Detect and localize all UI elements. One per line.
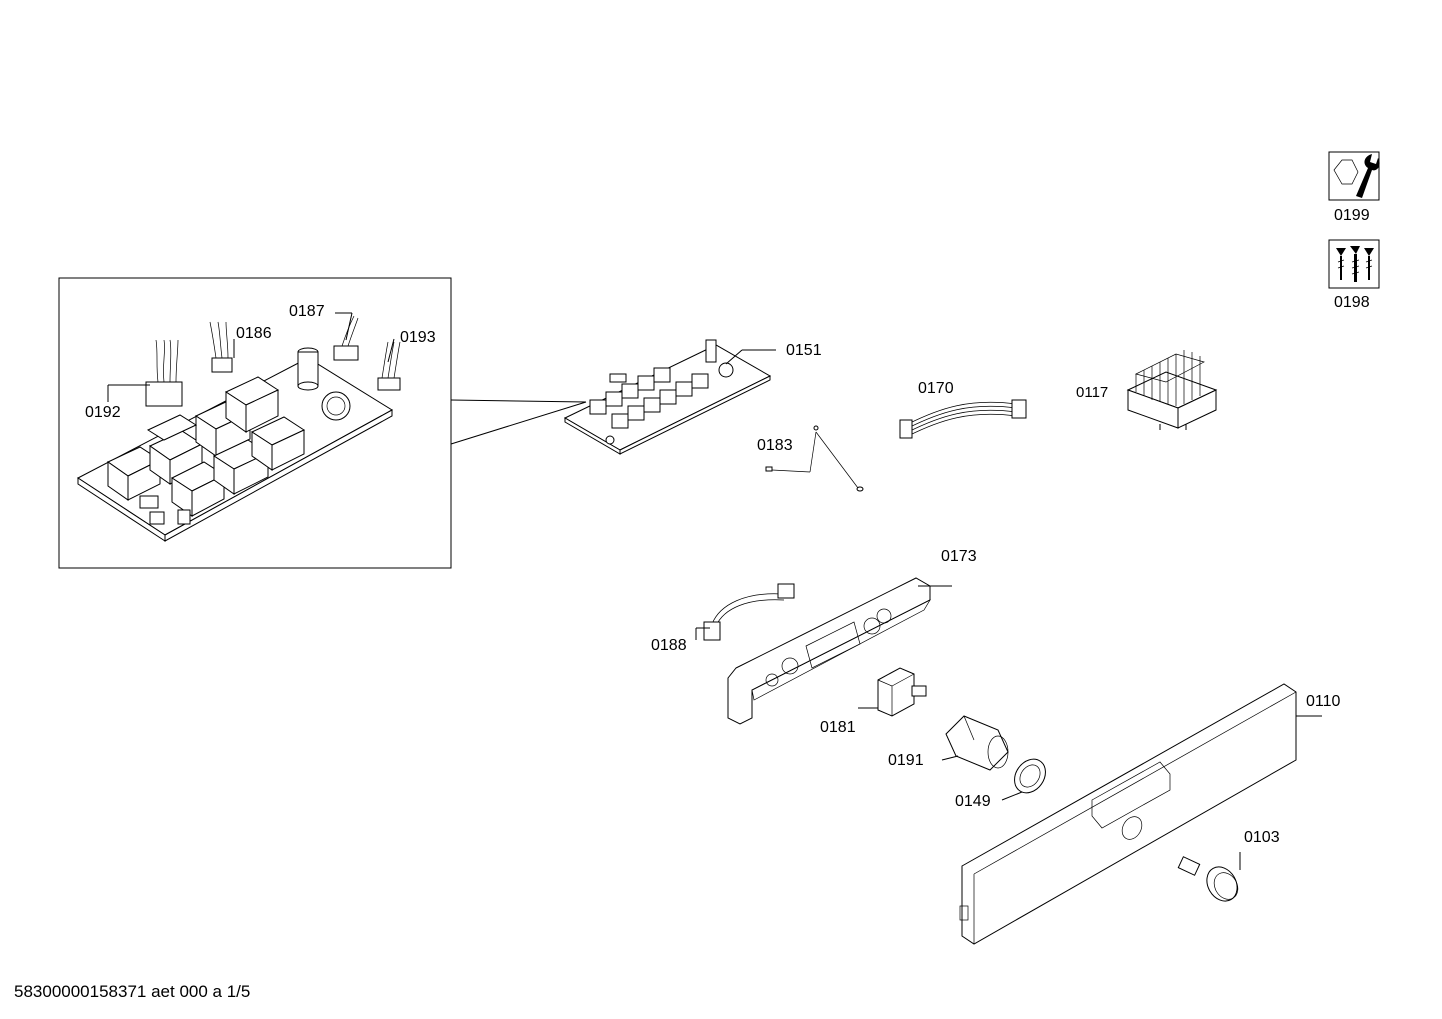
label-0199: 0199	[1334, 207, 1370, 224]
heatsink-graphic	[1126, 350, 1218, 430]
inset-callout-line-bottom	[450, 401, 587, 445]
label-0149: 0149	[955, 793, 991, 810]
control-frame-graphic	[727, 577, 952, 725]
wiring-harness-graphic	[695, 583, 795, 641]
wrench-nut-icon	[1328, 151, 1380, 201]
pcb-detail-graphic	[77, 315, 401, 542]
switch-component-graphic	[858, 667, 927, 717]
label-0187: 0187	[289, 303, 325, 320]
inset-callout-line-top	[450, 399, 587, 403]
screws-icon	[1328, 239, 1380, 289]
document-footer-code: 58300000158371 aet 000 a 1/5	[14, 982, 251, 1001]
label-0103: 0103	[1244, 829, 1280, 846]
label-0183: 0183	[757, 437, 793, 454]
knob-holder-graphic	[941, 715, 1009, 771]
fascia-panel-graphic	[959, 683, 1322, 945]
label-0192: 0192	[85, 404, 121, 421]
ring-graphic	[1001, 758, 1046, 801]
label-0198: 0198	[1334, 294, 1370, 311]
label-0151: 0151	[786, 342, 822, 359]
label-0191: 0191	[888, 752, 924, 769]
knob-graphic	[1177, 852, 1241, 902]
pcb-board-graphic	[563, 339, 772, 455]
label-0181: 0181	[820, 719, 856, 736]
ribbon-cable-graphic	[899, 399, 1027, 439]
label-0170: 0170	[918, 380, 954, 397]
sensor-wire-graphic	[765, 425, 864, 492]
label-0117: 0117	[1076, 384, 1109, 401]
detail-inset-frame	[58, 277, 452, 569]
label-0193: 0193	[400, 329, 436, 346]
label-0173: 0173	[941, 548, 977, 565]
label-0186: 0186	[236, 325, 272, 342]
label-0110: 0110	[1306, 693, 1341, 710]
label-0188: 0188	[651, 637, 687, 654]
